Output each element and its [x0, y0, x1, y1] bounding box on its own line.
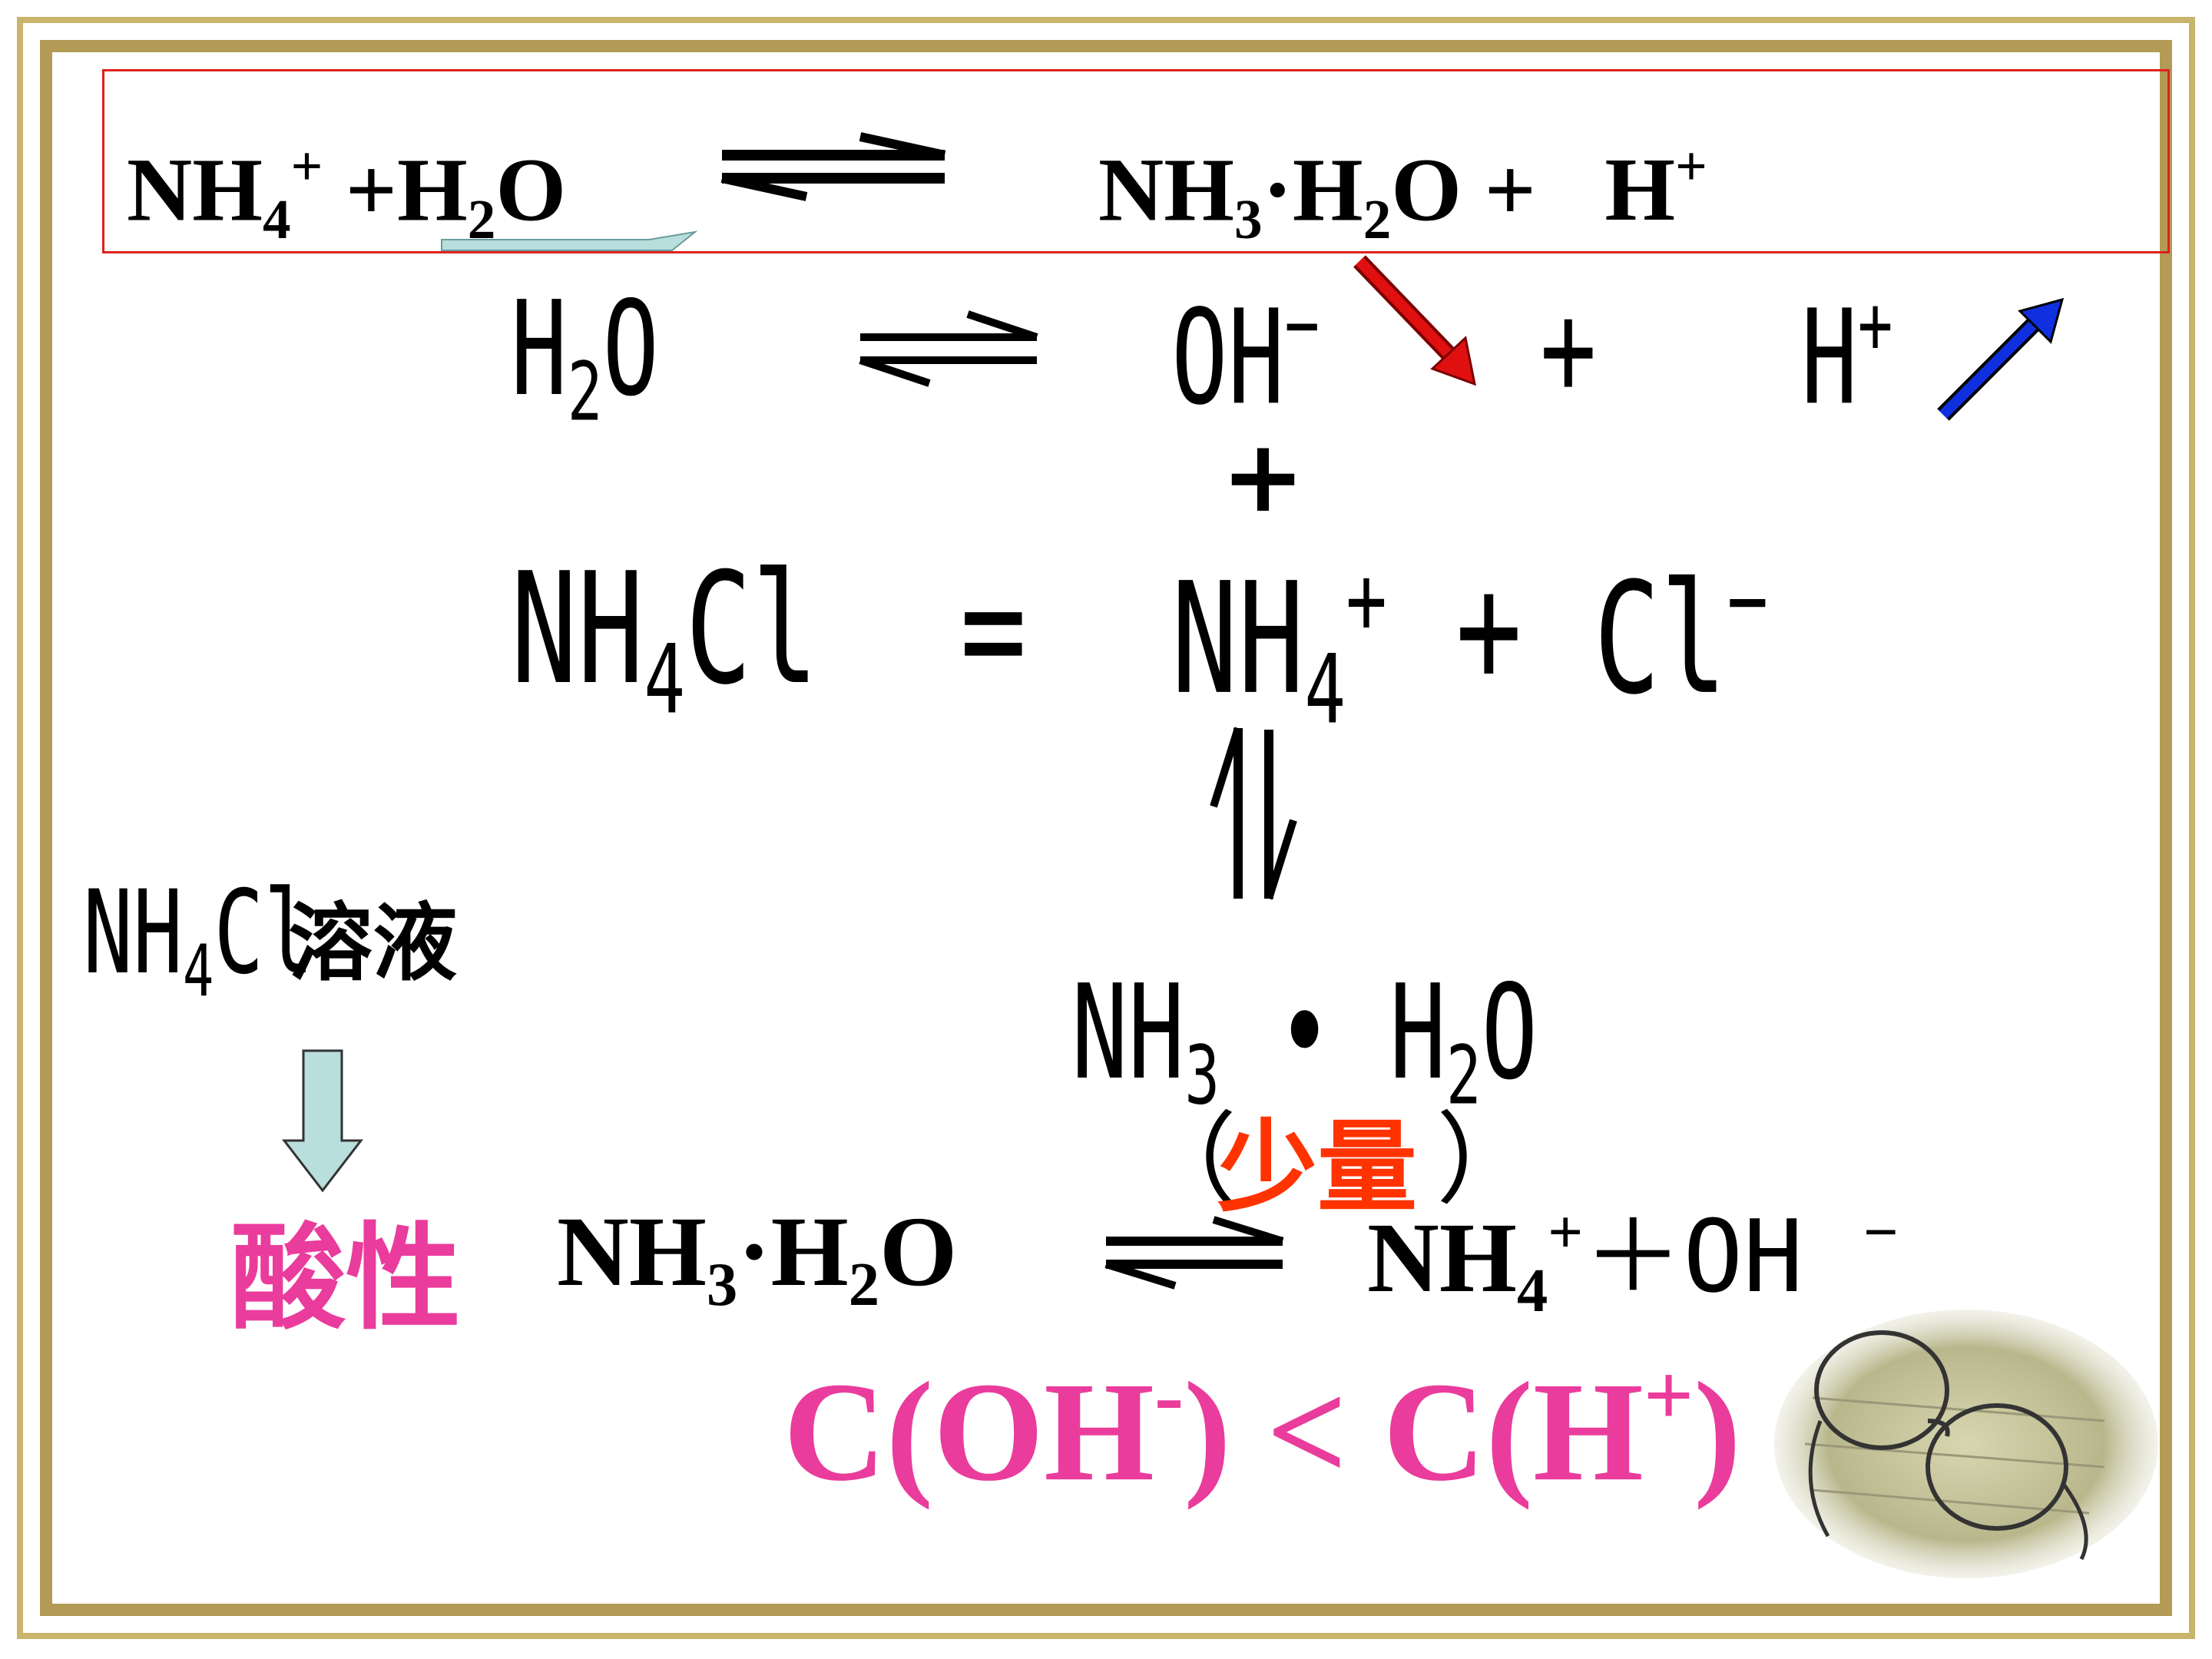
conclusion: C(OH-) < C(H+)	[783, 1346, 1741, 1512]
bottom-equation-right: NH4+＋OH −	[1367, 1197, 1899, 1325]
salt-plus: +	[1455, 540, 1522, 719]
acidic-label: 酸性	[230, 1212, 462, 1346]
small-amount-label: 少量	[1217, 1109, 1418, 1226]
salt-reactant: NH4Cl	[511, 540, 819, 736]
top-equation-right: NH3·H2O + H+	[1098, 135, 1707, 250]
water-reactant: H2O	[511, 273, 660, 439]
salt-cl: Cl−	[1594, 545, 1769, 729]
salt-equals: =	[960, 540, 1027, 719]
blue-arrow-icon	[1937, 297, 2065, 421]
top-equation-left: NH4+ +H2O	[127, 135, 567, 250]
vertical-equilibrium-arrow-icon	[1210, 727, 1297, 900]
solution-label: NH4Cl溶液	[83, 866, 458, 1012]
water-oh: OH−	[1171, 277, 1320, 435]
slide-frame-inner	[40, 40, 2172, 1616]
red-arrow-icon	[1353, 255, 1476, 386]
ammonia-formula: NH3 • H2O	[1071, 957, 1538, 1123]
glasses-image	[1774, 1310, 2158, 1578]
equilibrium-arrow-icon	[720, 132, 946, 201]
water-plus: +	[1540, 273, 1597, 426]
middle-plus: +	[1221, 418, 1305, 535]
bottom-equation-left: NH3·H2O	[557, 1197, 958, 1319]
water-h: H+	[1801, 277, 1893, 435]
hint-arrow-icon	[441, 230, 698, 251]
small-amount-parens: （）	[1137, 1101, 1537, 1218]
highlight-box	[102, 69, 2170, 253]
down-arrow-icon	[281, 1049, 364, 1193]
salt-nh4: NH4+	[1171, 545, 1387, 746]
water-equilibrium-arrow-icon	[859, 310, 1038, 387]
slide-frame-outer	[17, 17, 2195, 1639]
bottom-equilibrium-arrow-icon	[1104, 1216, 1284, 1290]
